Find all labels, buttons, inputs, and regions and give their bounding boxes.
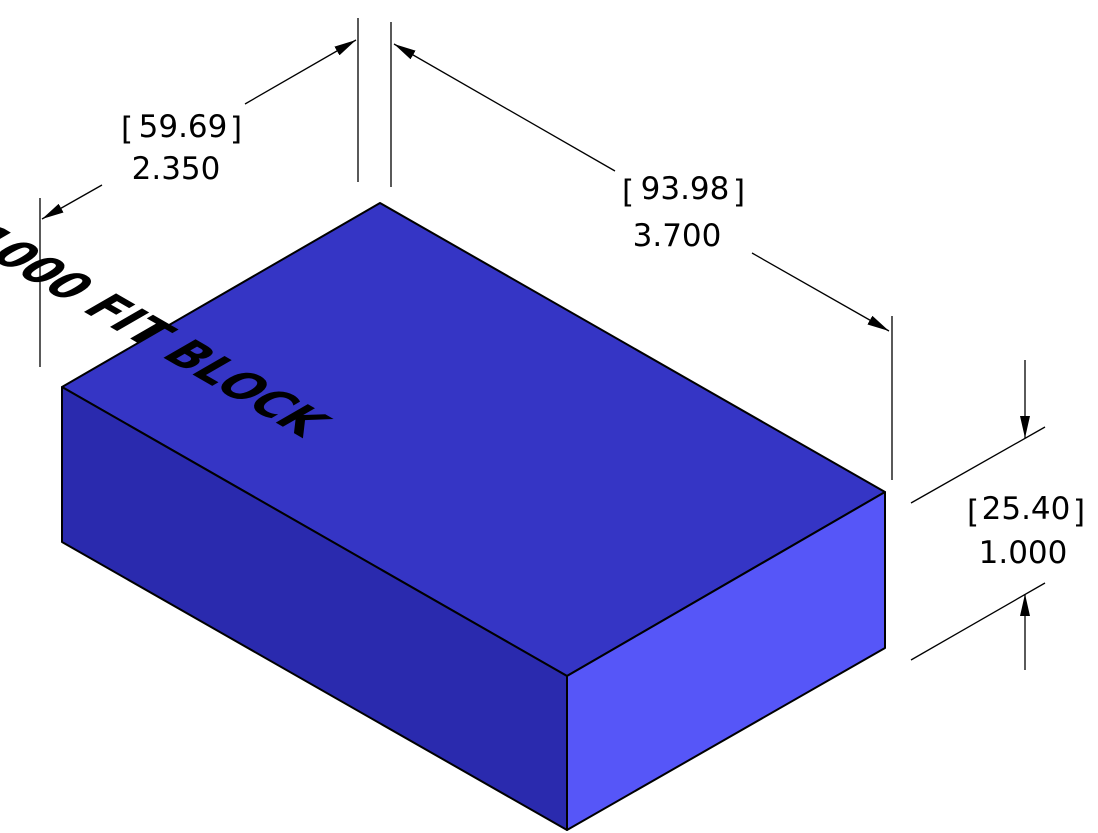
bracket-open: [ <box>121 111 133 147</box>
dimension-inch-value: 3.700 <box>633 218 722 254</box>
bracket-close: ] <box>733 174 745 210</box>
dimension-arrow <box>41 184 103 220</box>
dimension-height: [ 25.40 ] 1.000 <box>910 360 1085 670</box>
dimension-arrow <box>393 43 616 172</box>
dimension-metric-value: 93.98 <box>641 171 730 207</box>
bracket-close: ] <box>230 111 242 147</box>
dimension-inch-value: 1.000 <box>979 535 1068 571</box>
extension-line <box>910 426 1046 504</box>
bracket-close: ] <box>1073 494 1085 530</box>
block-solid: 1000 FIT BLOCK <box>0 202 886 831</box>
dimension-depth: [ 59.69 ] 2.350 <box>39 18 359 367</box>
dimension-arrow <box>751 252 890 332</box>
bracket-open: [ <box>622 174 634 210</box>
dimension-length: [ 93.98 ] 3.700 <box>390 22 893 480</box>
bracket-open: [ <box>967 494 979 530</box>
dimension-arrow <box>244 39 357 105</box>
block-right-face <box>566 491 886 831</box>
dimension-inch-value: 2.350 <box>132 151 221 187</box>
dimension-metric-value: 25.40 <box>982 491 1071 527</box>
dimension-metric-value: 59.69 <box>139 109 228 145</box>
